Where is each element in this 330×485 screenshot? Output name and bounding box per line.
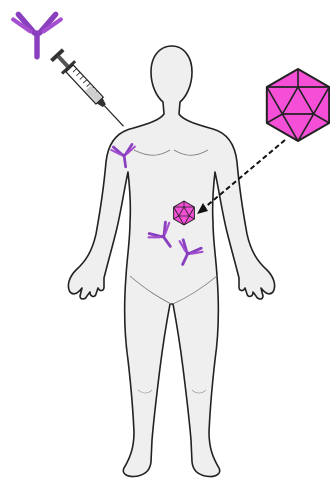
syringe-needle bbox=[104, 106, 123, 126]
syringe-icon bbox=[49, 48, 130, 133]
human-body-icon bbox=[68, 46, 274, 477]
antibody-stem bbox=[124, 155, 126, 167]
human-body-outline bbox=[68, 46, 274, 477]
virus-icon bbox=[267, 69, 329, 141]
antibody-icon bbox=[13, 14, 61, 57]
